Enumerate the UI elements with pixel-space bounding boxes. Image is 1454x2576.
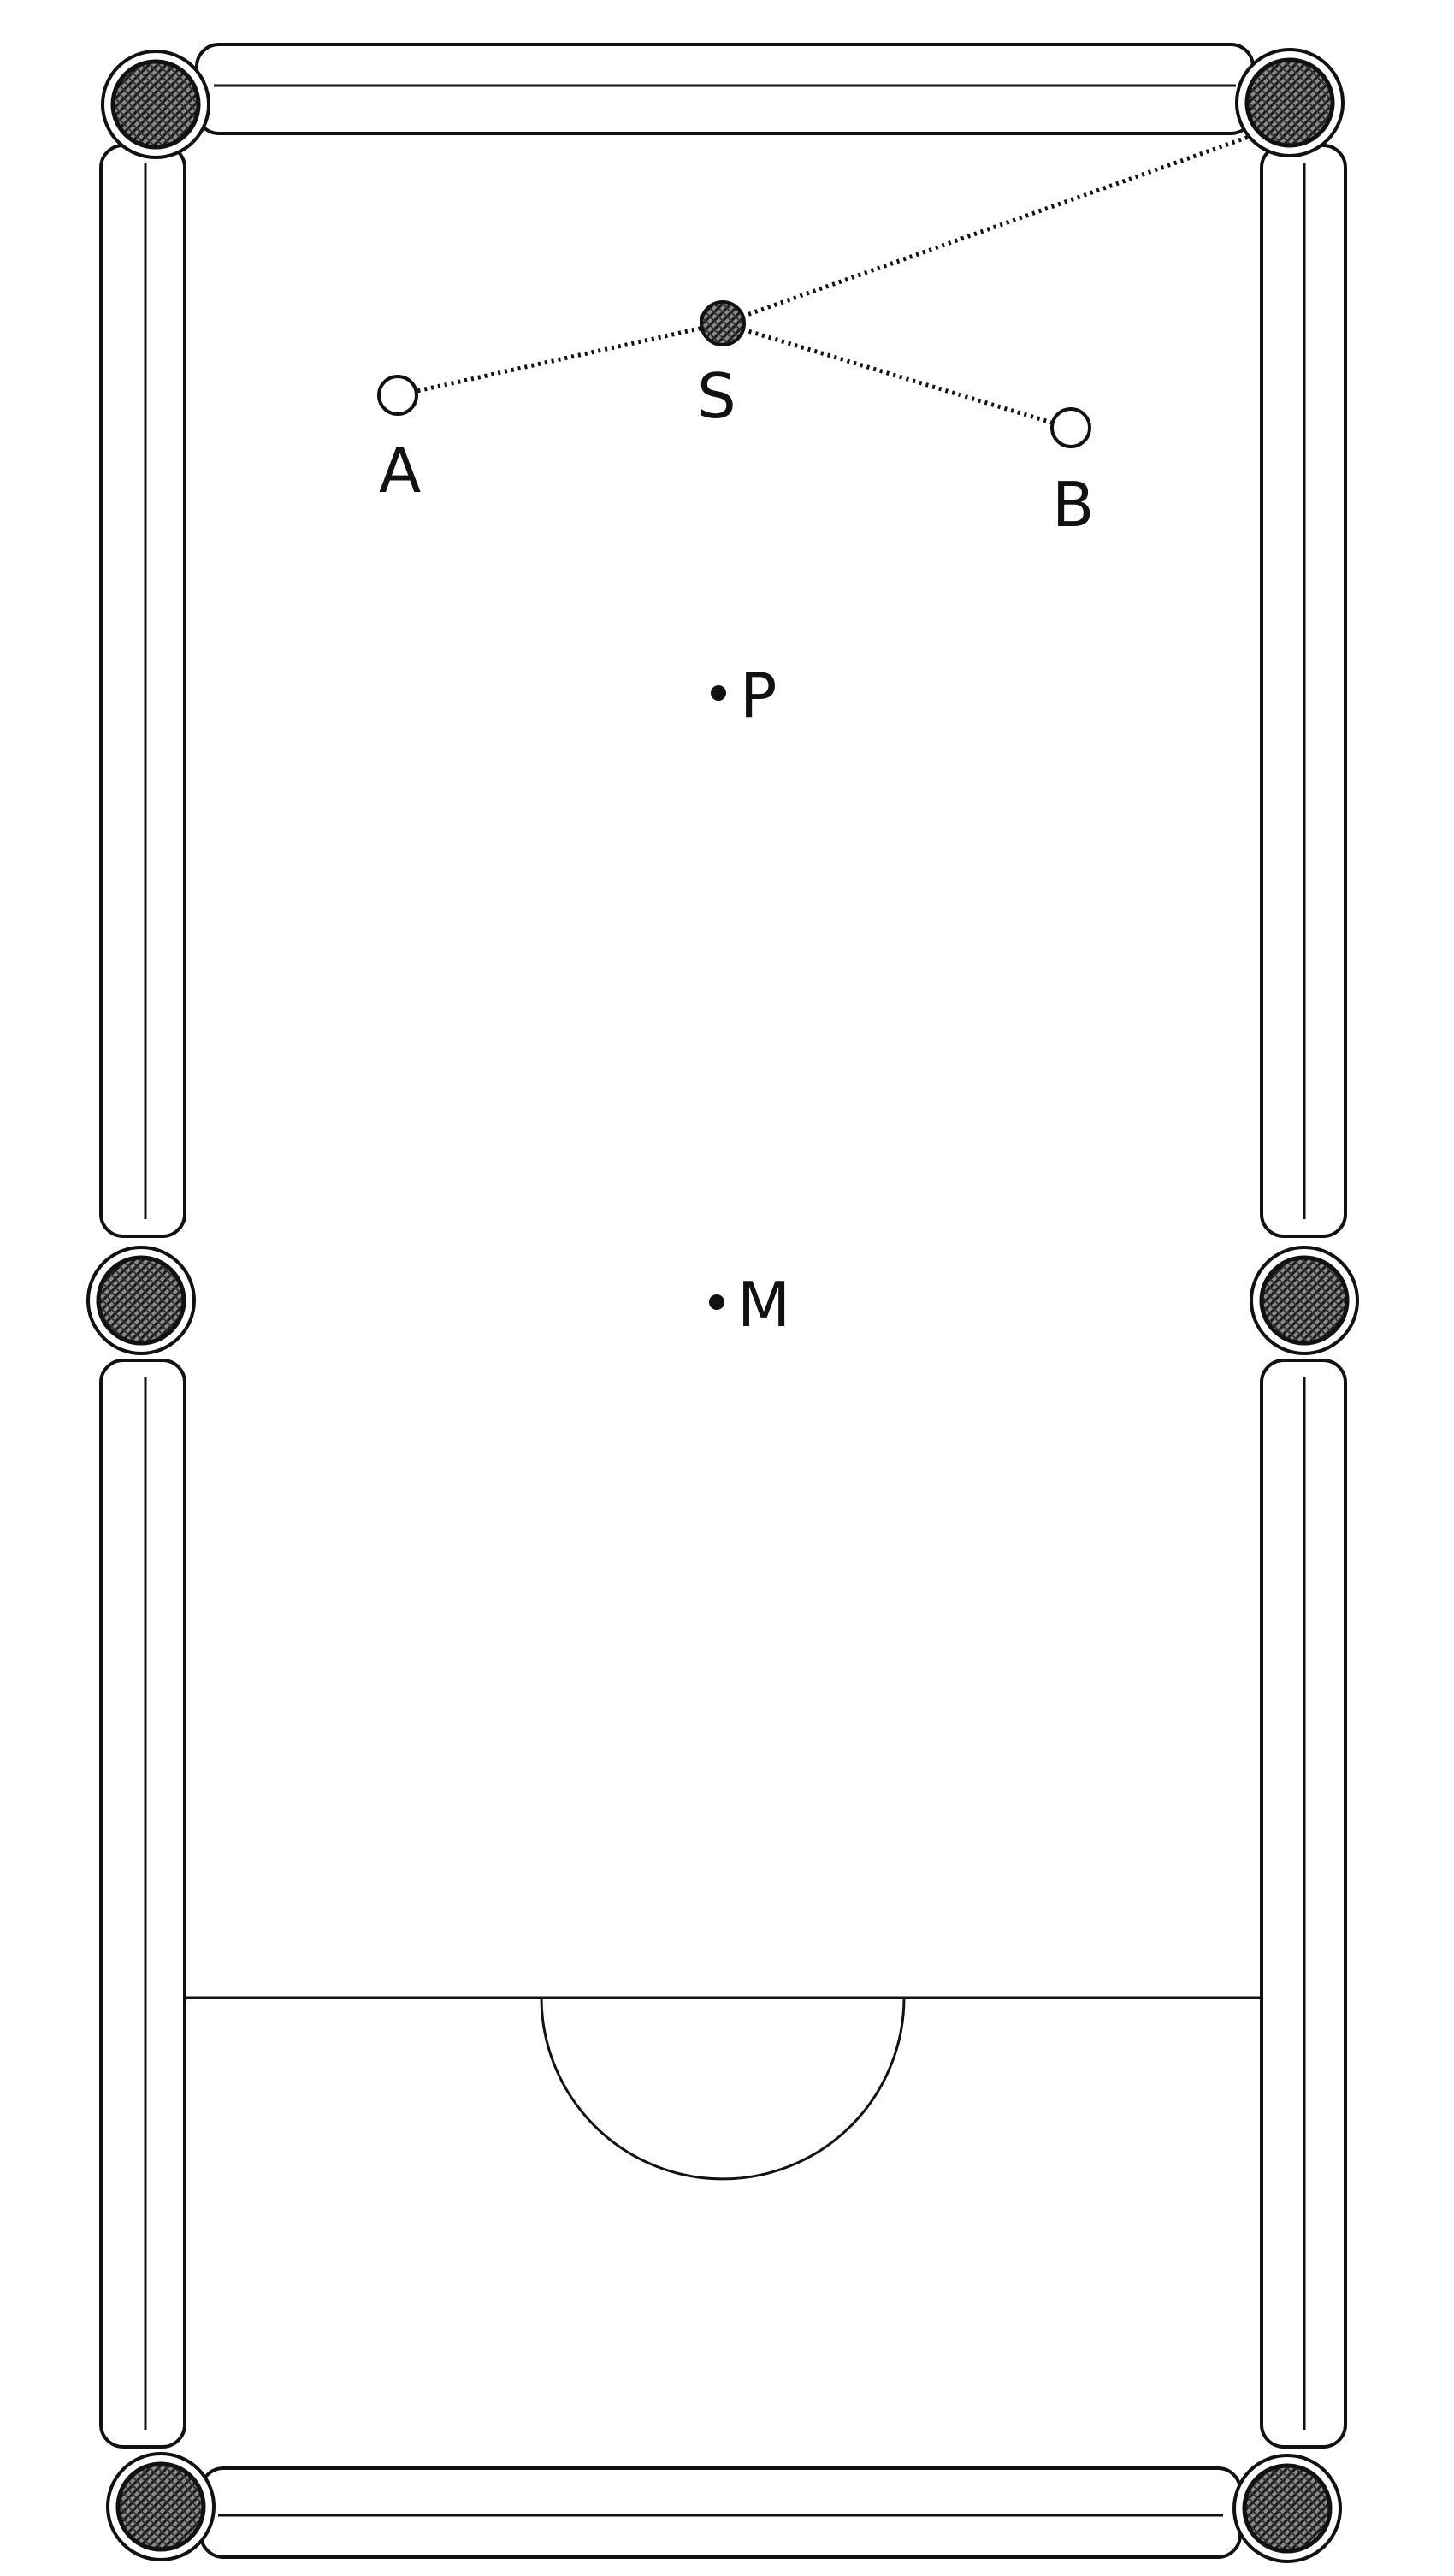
right-upper-cushion — [1260, 144, 1347, 1238]
label-b: B — [1052, 469, 1094, 541]
label-a: A — [379, 435, 421, 506]
line-a-to-s — [397, 321, 724, 398]
left-upper-cushion — [99, 144, 186, 1238]
line-s-to-b — [722, 321, 1070, 430]
pocket-bottom-left — [106, 2452, 216, 2561]
pocket-bottom-right — [1232, 2454, 1342, 2563]
pocket-middle-right — [1250, 1246, 1359, 1355]
line-s-to-pocket — [722, 134, 1250, 326]
ball-b — [1050, 407, 1091, 448]
ball-s — [700, 300, 746, 346]
baulk-d-semicircle — [540, 1997, 906, 2181]
pockets — [86, 48, 1359, 2563]
bottom-cushion — [199, 2466, 1242, 2559]
left-lower-cushion — [99, 1359, 186, 2449]
label-m: M — [737, 1269, 790, 1341]
pocket-middle-left — [86, 1246, 196, 1355]
centre-spot — [709, 1294, 724, 1310]
label-s: S — [697, 360, 736, 432]
top-cushion — [195, 43, 1255, 135]
cushions — [99, 43, 1347, 2559]
label-p: P — [740, 660, 777, 731]
pyramid-spot — [711, 685, 726, 701]
pocket-top-left — [101, 50, 210, 159]
ball-a — [377, 375, 418, 416]
right-lower-cushion — [1260, 1359, 1347, 2449]
pocket-top-right — [1235, 48, 1345, 157]
